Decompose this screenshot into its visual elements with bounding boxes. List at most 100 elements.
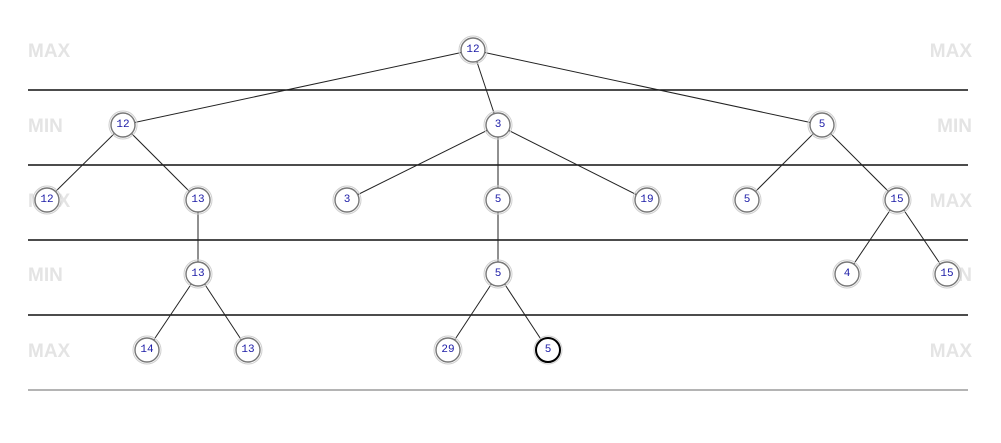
- tree-edge: [472, 49, 499, 126]
- tree-node[interactable]: 3: [483, 110, 513, 140]
- level-label-right: MIN: [937, 116, 972, 137]
- level-label-left: MAX: [28, 341, 71, 362]
- node-halo: [458, 35, 488, 65]
- node-halo: [32, 185, 62, 215]
- node-value: 29: [441, 344, 454, 356]
- node-halo: [732, 185, 762, 215]
- node-value: 15: [940, 268, 953, 280]
- node-circle: [110, 112, 136, 138]
- node-value: 5: [819, 119, 826, 131]
- node-circle: [134, 337, 160, 363]
- node-circle: [485, 112, 511, 138]
- node-circle: [485, 187, 511, 213]
- node-circle: [485, 261, 511, 287]
- level-label-right: MAX: [930, 341, 973, 362]
- tree-node[interactable]: 13: [183, 185, 213, 215]
- node-value: 3: [495, 119, 502, 131]
- tree-edges: [46, 49, 948, 351]
- tree-node[interactable]: 13: [183, 259, 213, 289]
- node-halo: [483, 259, 513, 289]
- tree-nodes: 12 12 3 5 12 13 3 5 19 5 15 13 5 4 15 14 13 29 5: [32, 35, 962, 365]
- node-halo: [882, 185, 912, 215]
- node-value: 15: [890, 194, 903, 206]
- node-halo: [183, 259, 213, 289]
- tree-edge: [346, 124, 499, 201]
- tree-node[interactable]: 12: [108, 110, 138, 140]
- node-halo: [483, 110, 513, 140]
- node-halo: [183, 185, 213, 215]
- node-circle: [809, 112, 835, 138]
- tree-node[interactable]: 5: [732, 185, 762, 215]
- node-halo: [807, 110, 837, 140]
- tree-node[interactable]: 12: [32, 185, 62, 215]
- node-circle: [334, 187, 360, 213]
- node-circle: [634, 187, 660, 213]
- tree-edge: [197, 273, 249, 351]
- tree-node[interactable]: 15: [932, 259, 962, 289]
- tree-node[interactable]: 15: [882, 185, 912, 215]
- node-value: 13: [241, 344, 254, 356]
- node-circle: [34, 187, 60, 213]
- node-value: 12: [40, 194, 53, 206]
- tree-node-selected[interactable]: 5: [533, 335, 563, 365]
- node-circle: [460, 37, 486, 63]
- node-value: 5: [495, 268, 502, 280]
- tree-node[interactable]: 12: [458, 35, 488, 65]
- tree-edge: [846, 199, 898, 275]
- node-value: 5: [744, 194, 751, 206]
- node-value: 19: [640, 194, 653, 206]
- node-circle: [884, 187, 910, 213]
- tree-edge: [447, 273, 499, 351]
- tree-node[interactable]: 3: [332, 185, 362, 215]
- node-value: 3: [344, 194, 351, 206]
- node-circle: [435, 337, 461, 363]
- node-circle: [834, 261, 860, 287]
- tree-edge: [122, 49, 474, 126]
- tree-node[interactable]: 14: [132, 335, 162, 365]
- level-label-right: MAX: [930, 41, 973, 62]
- tree-node[interactable]: 13: [233, 335, 263, 365]
- node-halo: [132, 335, 162, 365]
- tree-node[interactable]: 29: [433, 335, 463, 365]
- node-circle: [535, 337, 561, 363]
- node-circle: [185, 261, 211, 287]
- tree-edge: [896, 199, 948, 275]
- node-circle: [934, 261, 960, 287]
- node-circle: [734, 187, 760, 213]
- node-halo: [332, 185, 362, 215]
- node-halo: [632, 185, 662, 215]
- node-halo: [832, 259, 862, 289]
- level-label-left: MIN: [28, 265, 63, 286]
- tree-edge: [146, 273, 199, 351]
- node-value: 14: [140, 344, 154, 356]
- node-value: 12: [466, 44, 479, 56]
- tree-edge: [472, 49, 823, 126]
- tree-edge: [497, 273, 549, 351]
- node-value: 12: [116, 119, 129, 131]
- node-value: 5: [495, 194, 502, 206]
- node-halo: [533, 335, 563, 365]
- node-halo: [433, 335, 463, 365]
- node-value: 13: [191, 268, 204, 280]
- tree-edge: [497, 124, 648, 201]
- level-label-left: MAX: [28, 41, 71, 62]
- node-value: 4: [844, 268, 851, 280]
- node-circle: [235, 337, 261, 363]
- level-label-left: MIN: [28, 116, 63, 137]
- node-value: 13: [191, 194, 204, 206]
- node-halo: [108, 110, 138, 140]
- tree-node[interactable]: 19: [632, 185, 662, 215]
- tree-node[interactable]: 5: [483, 185, 513, 215]
- tree-edge: [746, 124, 823, 201]
- level-label-right: MAX: [930, 191, 973, 212]
- tree-edge: [46, 124, 124, 201]
- tree-node[interactable]: 5: [483, 259, 513, 289]
- tree-edge: [821, 124, 898, 201]
- tree-edge: [122, 124, 199, 201]
- node-halo: [483, 185, 513, 215]
- node-value: 5: [545, 344, 552, 356]
- tree-node[interactable]: 4: [832, 259, 862, 289]
- tree-node[interactable]: 5: [807, 110, 837, 140]
- node-halo: [233, 335, 263, 365]
- node-circle: [185, 187, 211, 213]
